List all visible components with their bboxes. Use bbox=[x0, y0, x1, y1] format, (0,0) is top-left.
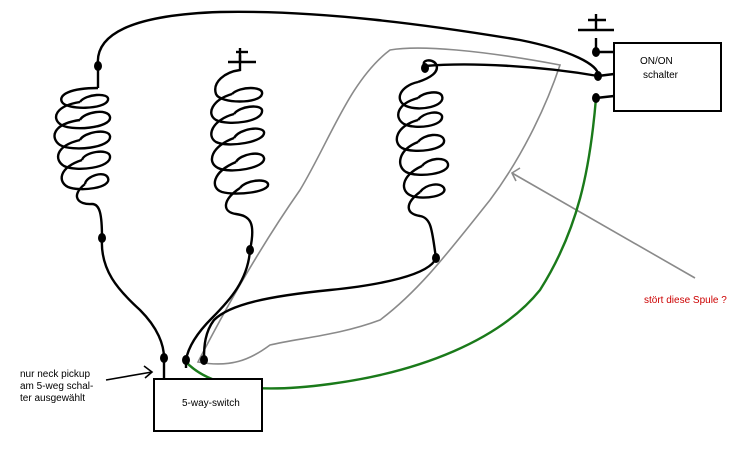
coil-icon bbox=[210, 55, 270, 251]
onon-switch-box bbox=[613, 42, 722, 112]
coil-question: stört diese Spule ? bbox=[644, 295, 727, 306]
fiveway-switch-box bbox=[153, 378, 263, 432]
wire-left-coil-bottom bbox=[100, 237, 166, 359]
coil-icon bbox=[53, 65, 112, 239]
wire-top bbox=[96, 10, 600, 77]
ground-symbol-icon bbox=[228, 48, 256, 64]
arrow-icon bbox=[510, 167, 696, 279]
wire-right-coil-bottom bbox=[202, 257, 438, 359]
highlight-outline bbox=[196, 47, 562, 365]
coil-icon bbox=[395, 59, 450, 259]
fiveway-switch-label: 5-way-switch bbox=[182, 398, 240, 409]
arrow-icon bbox=[105, 365, 154, 381]
wire-middle-coil-bottom bbox=[184, 249, 252, 361]
neck-pickup-note: nur neck pickup am 5-weg schal- ter ausg… bbox=[20, 369, 94, 404]
wire-coil-to-switch bbox=[424, 63, 599, 78]
ground-symbol-icon bbox=[578, 14, 614, 32]
solder-point-icon bbox=[94, 47, 636, 365]
onon-switch-label: ON/ON bbox=[640, 56, 673, 67]
onon-switch-sublabel: schalter bbox=[643, 70, 679, 81]
